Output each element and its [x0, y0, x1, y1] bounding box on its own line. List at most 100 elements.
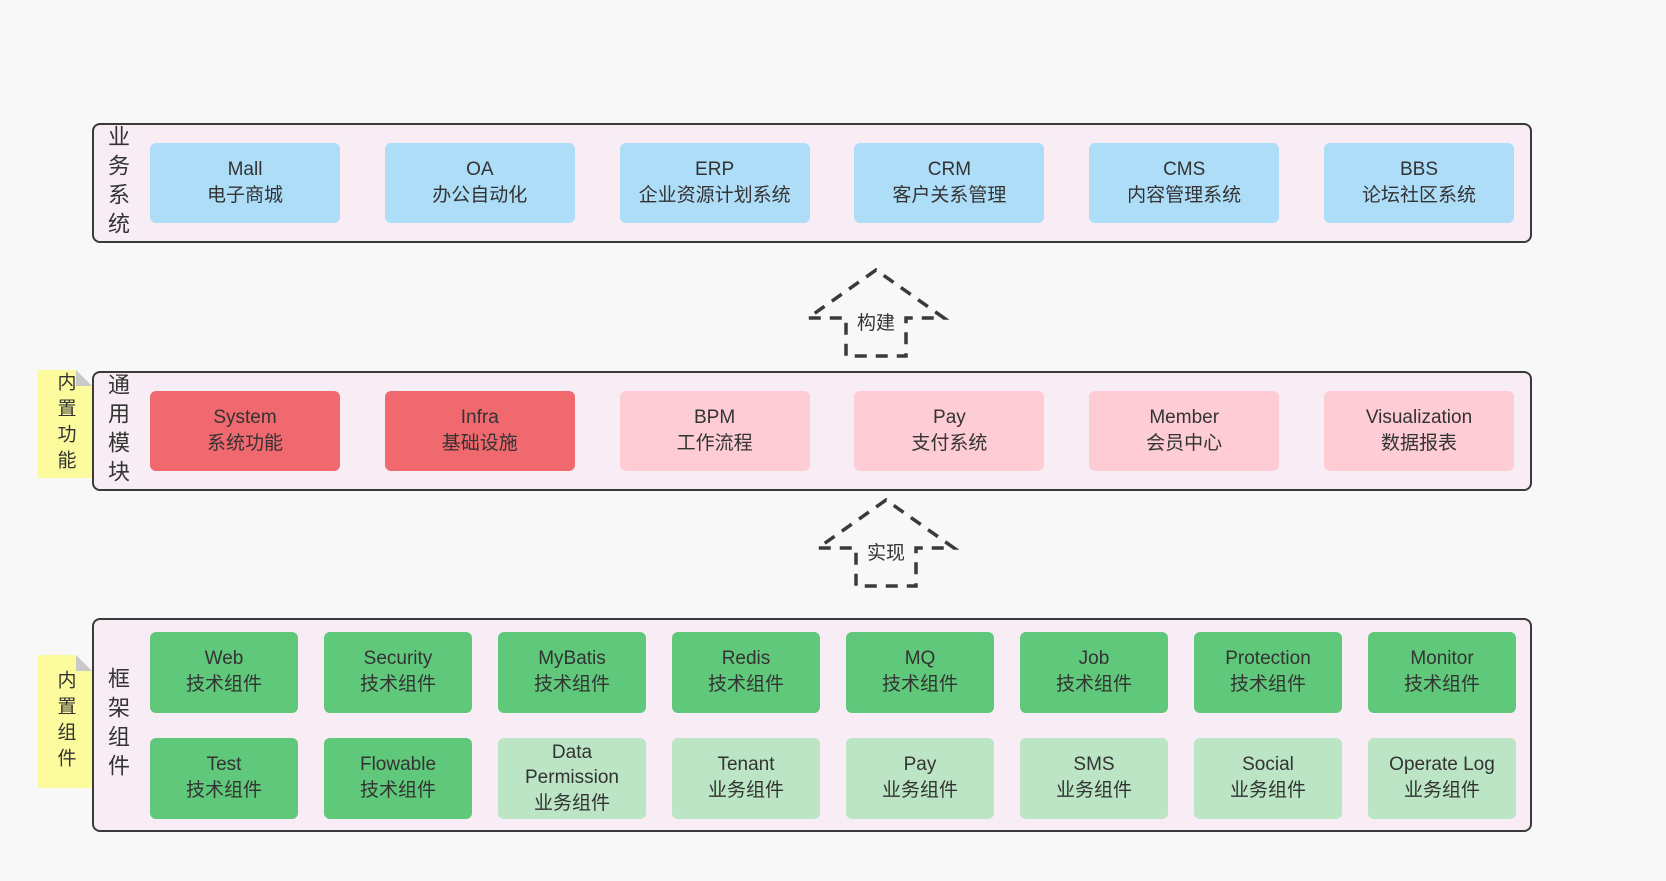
box-subtitle: 工作流程: [676, 433, 753, 454]
box-name: Job: [1078, 648, 1110, 670]
box-sms: SMS 业务组件: [1020, 737, 1168, 819]
box-subtitle: 业务组件: [707, 780, 784, 801]
implement-arrow-icon: 实现: [806, 494, 966, 590]
box-name: Visualization: [1365, 407, 1473, 429]
dashed-up-arrow-icon: [802, 267, 950, 358]
box-name: ERP: [695, 159, 735, 181]
sticky-note-label: 内置组件: [54, 669, 76, 774]
box-redis: Redis 技术组件: [672, 631, 820, 713]
box-name: BPM: [694, 407, 736, 429]
panel-business-systems: 业务系统 Mall 电子商城 OA 办公自动化 ERP 企业资源计划系统 CRM…: [92, 123, 1532, 243]
box-name: Redis: [721, 648, 771, 670]
sticky-note-label: 内置功能: [54, 372, 76, 476]
panel-title: 框架组件: [94, 620, 140, 830]
box-web: Web 技术组件: [150, 631, 298, 713]
box-name: Web: [204, 648, 244, 670]
box-subtitle: 内容管理系统: [1127, 185, 1242, 206]
components-row-2: Test 技术组件 Flowable 技术组件 Data Permission …: [150, 737, 1516, 819]
box-subtitle: 技术组件: [533, 674, 610, 695]
box-subtitle: 电子商城: [206, 185, 283, 206]
box-infra: Infra 基础设施: [384, 391, 575, 471]
box-pay: Pay 支付系统: [854, 391, 1045, 471]
panel-title-label: 框架组件: [105, 667, 130, 783]
box-subtitle: 业务组件: [533, 792, 610, 814]
box-subtitle: 支付系统: [911, 433, 988, 454]
box-name: Mall: [227, 159, 263, 181]
box-subtitle: 客户关系管理: [892, 185, 1007, 206]
modules-boxes-row: System 系统功能 Infra 基础设施 BPM 工作流程 Pay 支付系统…: [140, 373, 1530, 489]
box-subtitle: 技术组件: [1055, 674, 1132, 695]
box-tenant: Tenant 业务组件: [672, 737, 820, 819]
box-oa: OA 办公自动化: [384, 143, 575, 223]
box-system: System 系统功能: [150, 391, 340, 471]
box-name: Test: [206, 754, 242, 776]
box-subtitle: 技术组件: [1403, 674, 1480, 695]
box-name: OA: [466, 159, 494, 181]
components-row-1: Web 技术组件 Security 技术组件 MyBatis 技术组件 Redi…: [150, 631, 1516, 713]
box-name: BBS: [1399, 159, 1438, 181]
box-subtitle: 业务组件: [1055, 780, 1132, 801]
build-arrow-label: 构建: [853, 308, 899, 335]
box-subtitle: 业务组件: [881, 780, 958, 801]
components-boxes-grid: Web 技术组件 Security 技术组件 MyBatis 技术组件 Redi…: [140, 620, 1530, 830]
box-mybatis: MyBatis 技术组件: [498, 631, 646, 713]
box-security: Security 技术组件: [324, 631, 472, 713]
box-job: Job 技术组件: [1020, 631, 1168, 713]
box-name: Data Permission: [525, 741, 619, 789]
implement-arrow-label: 实现: [863, 538, 909, 565]
sticky-note-built-in-features: 内置功能: [38, 370, 92, 478]
dashed-up-arrow-icon: [812, 497, 960, 588]
box-name: Infra: [460, 407, 499, 429]
box-name: Member: [1149, 407, 1220, 429]
box-name: Flowable: [359, 754, 437, 776]
box-subtitle: 基础设施: [441, 433, 518, 454]
box-mall: Mall 电子商城: [150, 143, 340, 223]
box-subtitle: 技术组件: [359, 674, 436, 695]
box-name: Social: [1242, 754, 1294, 776]
panel-title-label: 业务系统: [105, 125, 130, 241]
box-subtitle: 技术组件: [1229, 674, 1306, 695]
box-subtitle: 技术组件: [185, 780, 262, 801]
box-subtitle: 会员中心: [1146, 433, 1223, 454]
box-name: MyBatis: [538, 648, 606, 670]
panel-framework-components: 框架组件 Web 技术组件 Security 技术组件 MyBatis 技术组件…: [92, 618, 1532, 832]
box-subtitle: 技术组件: [707, 674, 784, 695]
box-monitor: Monitor 技术组件: [1368, 631, 1516, 713]
box-subtitle: 技术组件: [359, 780, 436, 801]
sticky-note-built-in-components: 内置组件: [38, 655, 92, 788]
box-crm: CRM 客户关系管理: [854, 143, 1045, 223]
box-operate-log: Operate Log 业务组件: [1368, 737, 1516, 819]
box-name: CMS: [1163, 159, 1206, 181]
box-name: SMS: [1073, 754, 1115, 776]
box-bbs: BBS 论坛社区系统: [1323, 143, 1514, 223]
business-boxes-row: Mall 电子商城 OA 办公自动化 ERP 企业资源计划系统 CRM 客户关系…: [140, 125, 1530, 241]
box-mq: MQ 技术组件: [846, 631, 994, 713]
box-subtitle: 业务组件: [1229, 780, 1306, 801]
panel-title: 通用模块: [94, 373, 140, 489]
box-name: Tenant: [717, 754, 775, 776]
box-name: CRM: [927, 159, 972, 181]
box-protection: Protection 技术组件: [1194, 631, 1342, 713]
box-name: Operate Log: [1389, 754, 1495, 776]
box-cms: CMS 内容管理系统: [1089, 143, 1280, 223]
box-member: Member 会员中心: [1089, 391, 1280, 471]
box-visualization: Visualization 数据报表: [1323, 391, 1514, 471]
box-name: Pay: [903, 754, 937, 776]
box-name: Monitor: [1410, 648, 1474, 670]
box-name: Protection: [1225, 648, 1311, 670]
box-subtitle: 系统功能: [206, 433, 283, 454]
panel-title-label: 通用模块: [105, 373, 130, 489]
box-subtitle: 数据报表: [1380, 433, 1457, 454]
box-social: Social 业务组件: [1194, 737, 1342, 819]
box-name: System: [213, 407, 277, 429]
box-name: Pay: [933, 407, 966, 429]
panel-common-modules: 通用模块 System 系统功能 Infra 基础设施 BPM 工作流程 Pay…: [92, 371, 1532, 491]
box-bpm: BPM 工作流程: [619, 391, 810, 471]
box-data-permission: Data Permission 业务组件: [498, 737, 646, 819]
box-subtitle: 办公自动化: [432, 185, 528, 206]
box-test: Test 技术组件: [150, 737, 298, 819]
box-name: MQ: [904, 648, 936, 670]
box-pay-biz: Pay 业务组件: [846, 737, 994, 819]
box-subtitle: 技术组件: [881, 674, 958, 695]
box-erp: ERP 企业资源计划系统: [619, 143, 810, 223]
